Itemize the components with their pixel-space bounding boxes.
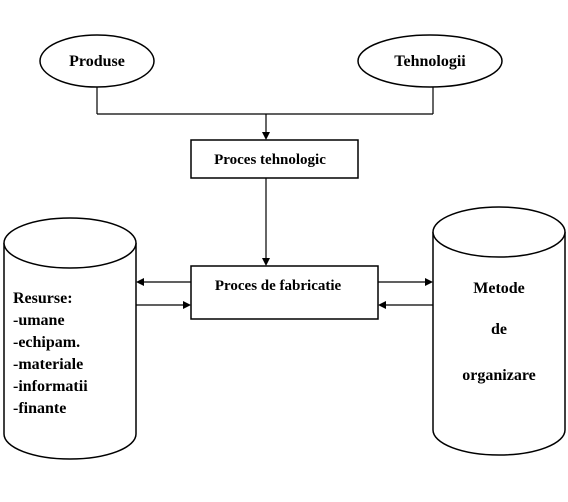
node-tehnologii: Tehnologii <box>357 34 503 88</box>
arrow-head-down-icon <box>262 258 270 266</box>
resurse-cylinder-top <box>3 217 137 269</box>
arrow-head-right-icon <box>183 301 191 309</box>
proces-fabricatie-label: Proces de fabricatie <box>215 278 342 294</box>
produse-label: Produse <box>69 53 125 70</box>
node-resurse: Resurse: -umane -echipam. -materiale -in… <box>3 217 137 460</box>
resurse-item: -finante <box>13 400 66 417</box>
produse-ellipse <box>39 34 155 88</box>
resurse-cylinder-body <box>3 243 137 460</box>
arrow-head-left-icon <box>378 301 386 309</box>
resurse-item: -echipam. <box>13 334 80 351</box>
metode-cylinder-body <box>432 232 566 456</box>
proces-fabricatie-box <box>190 265 379 320</box>
arrow-head-right-icon <box>425 278 433 286</box>
node-proces-fabricatie: Proces de fabricatie <box>190 265 379 320</box>
node-proces-tehnologic: Proces tehnologic <box>190 139 359 179</box>
tehnologii-label: Tehnologii <box>394 53 466 70</box>
resurse-item: -umane <box>13 312 65 329</box>
arrow-head-down-icon <box>262 132 270 140</box>
arrow-head-left-icon <box>136 278 144 286</box>
metode-cylinder-top <box>432 206 566 258</box>
metode-label-line: organizare <box>462 367 535 384</box>
node-produse: Produse <box>39 34 155 88</box>
connectors <box>96 87 434 309</box>
proces-tehnologic-label: Proces tehnologic <box>214 152 326 168</box>
resurse-item: -informatii <box>13 378 88 395</box>
metode-label-line: de <box>491 321 507 338</box>
tehnologii-ellipse <box>357 34 503 88</box>
resurse-title: Resurse: <box>13 290 73 307</box>
metode-label-line: Metode <box>473 280 525 297</box>
proces-tehnologic-box <box>190 139 359 179</box>
node-metode: Metode de organizare <box>432 206 566 456</box>
resurse-item: -materiale <box>13 356 83 373</box>
